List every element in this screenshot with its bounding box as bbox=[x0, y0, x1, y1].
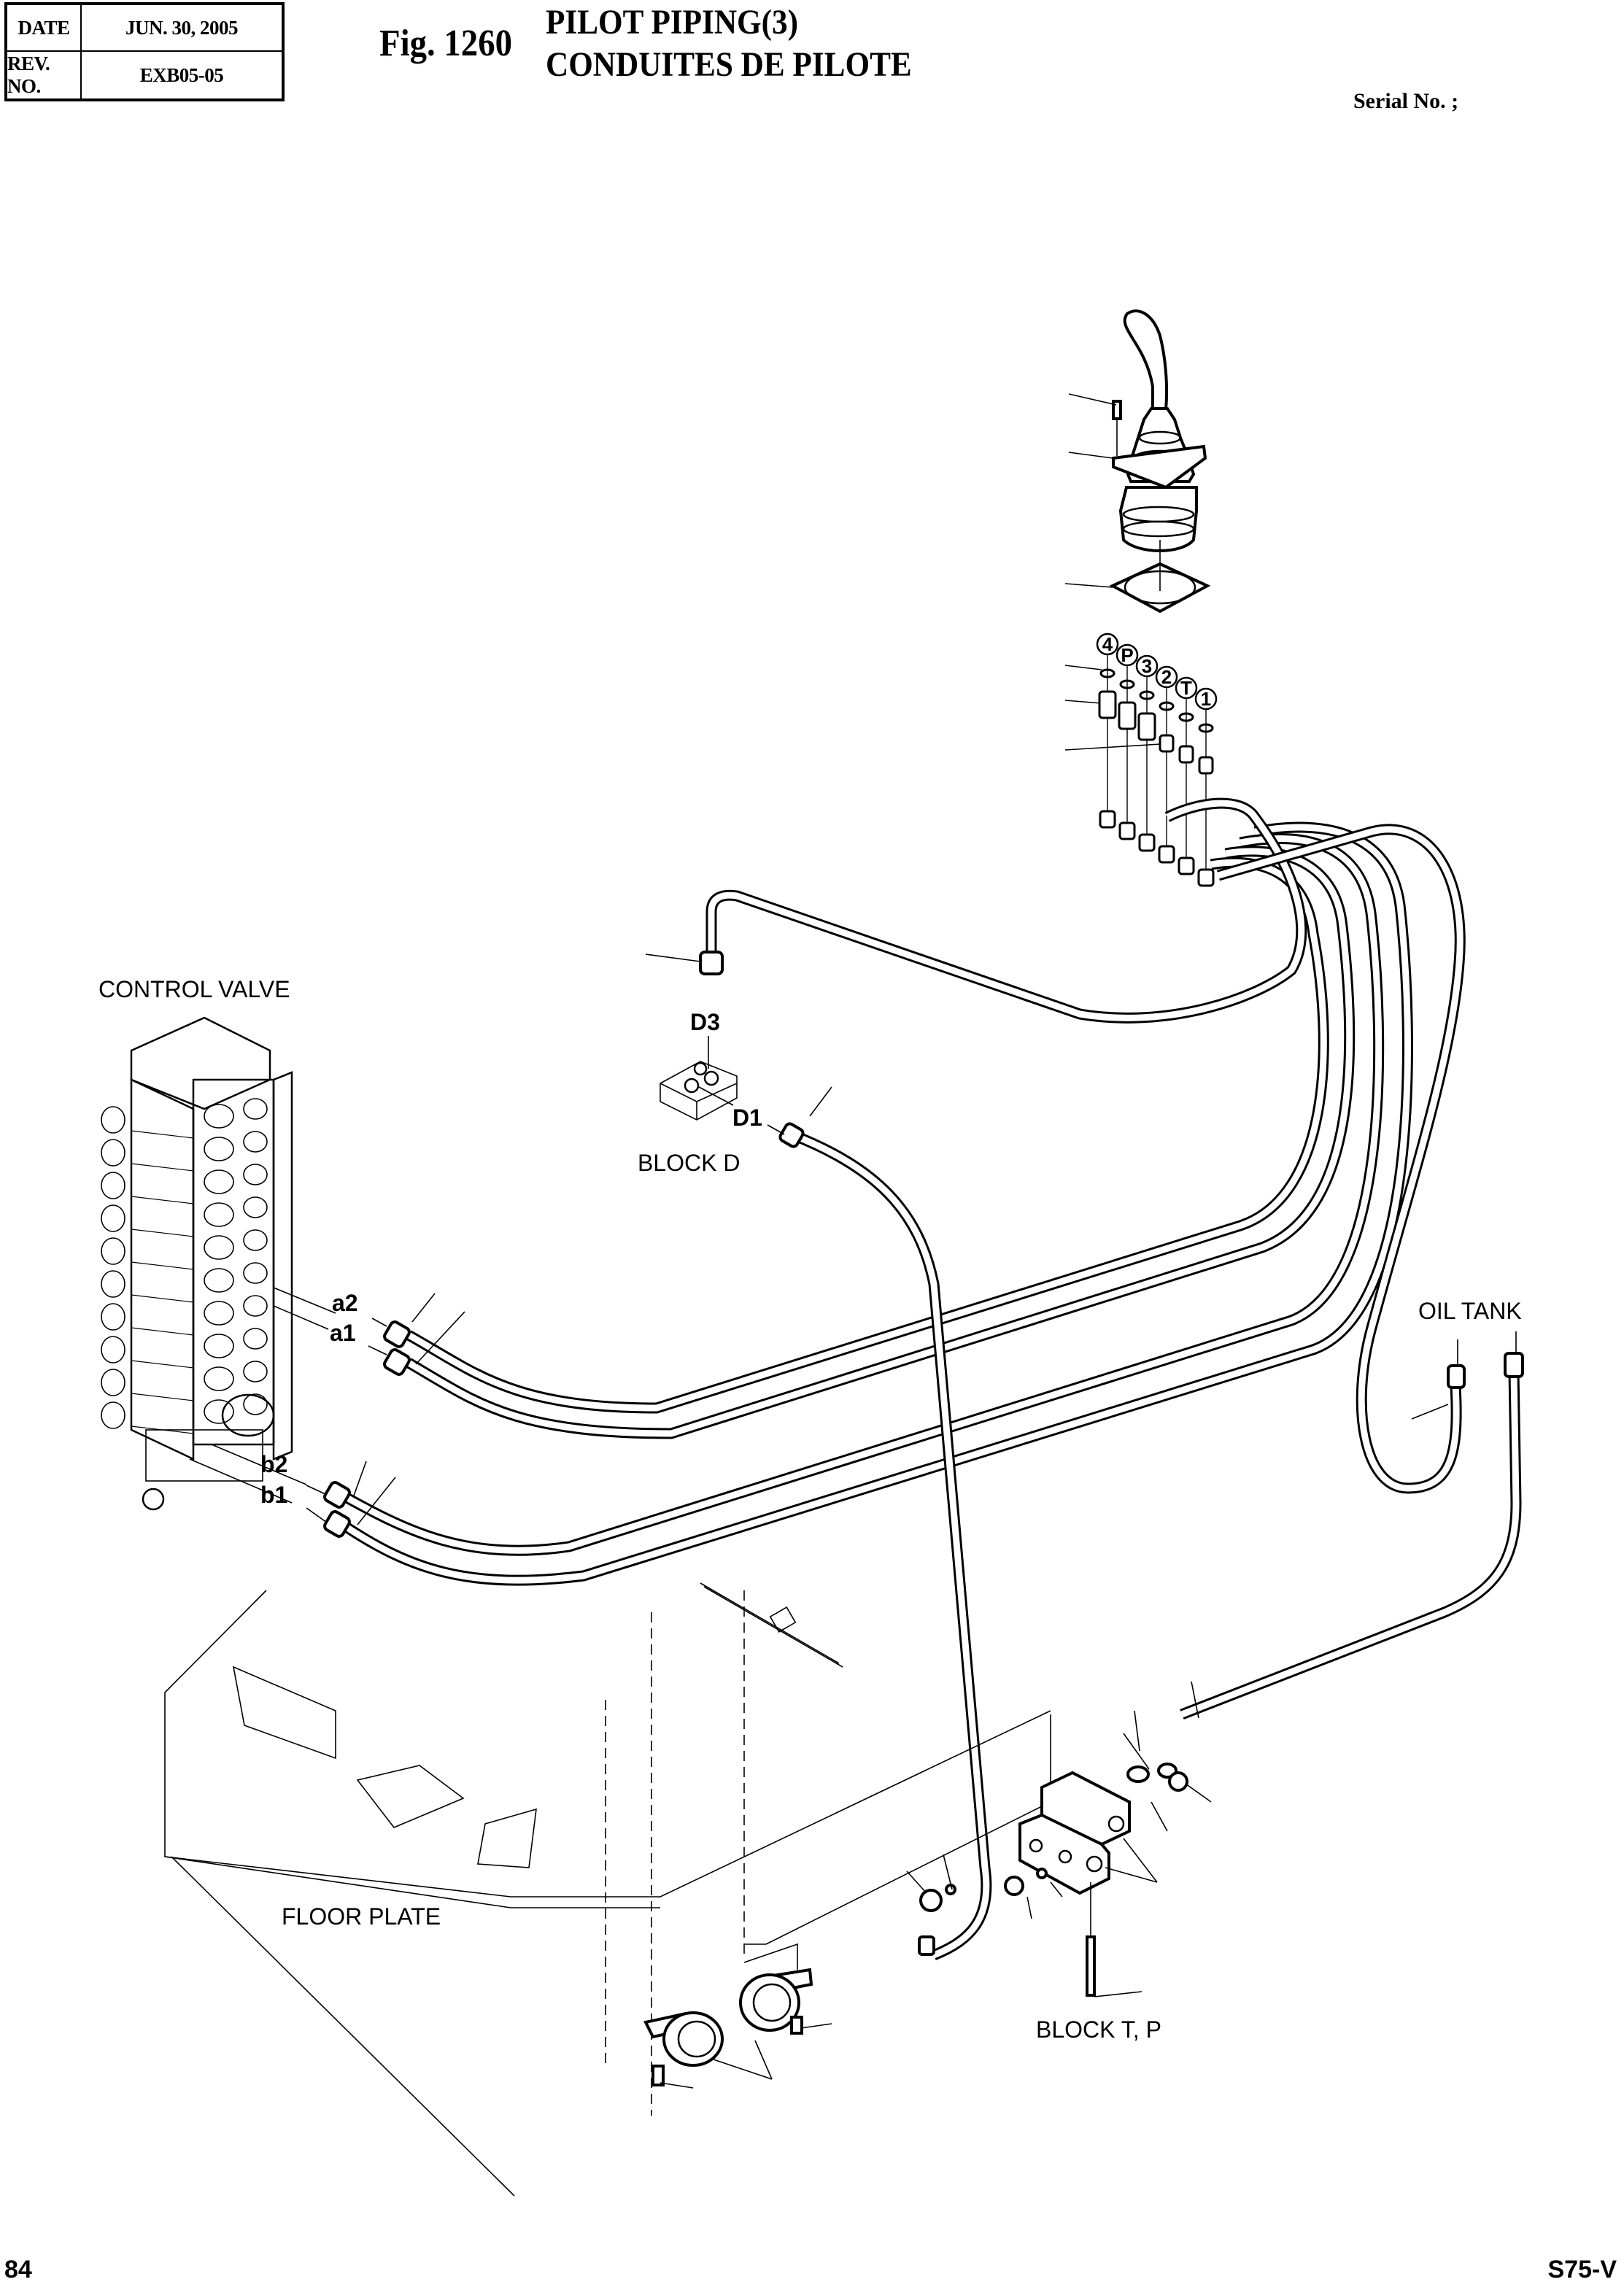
port-marker-4: 4 bbox=[1096, 633, 1119, 816]
valve-port bbox=[243, 1295, 268, 1317]
label-port-a2: a2 bbox=[332, 1290, 358, 1316]
port-marker-2: 2 bbox=[1155, 665, 1178, 851]
rev-label: REV. NO. bbox=[7, 52, 82, 98]
hose-nut bbox=[1158, 845, 1175, 864]
valve-port bbox=[243, 1361, 268, 1382]
port-label: 4 bbox=[1102, 633, 1113, 655]
valve-port bbox=[204, 1399, 234, 1424]
title-english: PILOT PIPING(3) bbox=[546, 3, 799, 42]
spool-cap bbox=[101, 1303, 125, 1331]
label-oil-tank: OIL TANK bbox=[1418, 1298, 1522, 1324]
model-code: S75-V bbox=[1547, 2256, 1617, 2283]
gasket bbox=[1109, 540, 1211, 614]
valve-port bbox=[204, 1137, 234, 1161]
spool-cap bbox=[101, 1369, 125, 1396]
rev-value: EXB05-05 bbox=[139, 63, 224, 86]
port-marker-1: 1 bbox=[1194, 687, 1218, 874]
valve-port bbox=[243, 1393, 268, 1415]
block-tp-fittings bbox=[918, 1763, 1188, 1956]
label-port-b2: b2 bbox=[260, 1451, 287, 1477]
hose-nut bbox=[1099, 810, 1116, 829]
label-floor-plate: FLOOR PLATE bbox=[282, 1903, 441, 1930]
valve-port bbox=[243, 1098, 268, 1120]
control-valve[interactable] bbox=[101, 1016, 293, 1511]
page-number: 84 bbox=[4, 2256, 32, 2283]
figure-number: Fig. 1260 bbox=[379, 23, 512, 64]
valve-port bbox=[204, 1104, 234, 1129]
label-control-valve: CONTROL VALVE bbox=[98, 976, 290, 1002]
valve-port bbox=[204, 1235, 234, 1260]
label-block-d: BLOCK D bbox=[638, 1150, 740, 1176]
valve-port bbox=[204, 1366, 234, 1391]
label-port-a1: a1 bbox=[330, 1320, 356, 1346]
joystick-fittings bbox=[1099, 810, 1215, 887]
label-port-d1: D1 bbox=[732, 1105, 762, 1131]
port-label: T bbox=[1180, 677, 1192, 699]
joystick-lever[interactable] bbox=[1112, 309, 1207, 552]
date-value: JUN. 30, 2005 bbox=[82, 5, 282, 52]
label-port-d3: D3 bbox=[690, 1009, 720, 1035]
valve-port bbox=[243, 1196, 268, 1218]
spool-cap bbox=[101, 1401, 125, 1429]
port-label: P bbox=[1121, 644, 1133, 666]
title-french: CONDUITES DE PILOTE bbox=[546, 45, 912, 84]
valve-port bbox=[204, 1202, 234, 1227]
spool-cap bbox=[101, 1106, 125, 1134]
valve-port bbox=[204, 1334, 234, 1358]
port-marker-p: P bbox=[1115, 643, 1139, 827]
port-marker-t: T bbox=[1175, 676, 1198, 862]
block-tp-leaders bbox=[906, 1681, 1212, 1997]
spool-cap bbox=[101, 1270, 125, 1298]
valve-port bbox=[204, 1268, 234, 1293]
valve-port bbox=[204, 1169, 234, 1194]
spool-cap bbox=[101, 1204, 125, 1232]
port-label: 3 bbox=[1142, 655, 1152, 677]
port-marker-3: 3 bbox=[1135, 654, 1159, 839]
valve-port bbox=[243, 1229, 268, 1251]
label-block-t-p: BLOCK T, P bbox=[1036, 2016, 1161, 2043]
floor-plate[interactable] bbox=[164, 1582, 1051, 2197]
hose-nut bbox=[1118, 821, 1136, 840]
pilot-hose-bundle bbox=[339, 797, 1522, 1960]
spool-cap bbox=[101, 1172, 125, 1199]
hose-clamps bbox=[643, 1968, 832, 2089]
date-label: DATE bbox=[7, 5, 82, 52]
revision-table: DATE JUN. 30, 2005 REV. NO. EXB05-05 bbox=[4, 2, 285, 101]
valve-port bbox=[204, 1301, 234, 1326]
hose-nut bbox=[1138, 833, 1156, 852]
port-label: 1 bbox=[1201, 688, 1211, 710]
page-title: PILOT PIPING(3) CONDUITES DE PILOTE bbox=[546, 1, 912, 86]
hose-nut bbox=[1178, 856, 1195, 875]
valve-port bbox=[243, 1164, 268, 1185]
spool-cap bbox=[101, 1336, 125, 1363]
valve-port bbox=[243, 1262, 268, 1284]
port-label: 2 bbox=[1161, 666, 1172, 688]
block-t-p[interactable] bbox=[1018, 1771, 1131, 1997]
hose-fittings bbox=[323, 951, 1524, 1538]
label-port-b1: b1 bbox=[260, 1482, 287, 1508]
hose-nut bbox=[1197, 868, 1215, 887]
block-d[interactable] bbox=[660, 1036, 738, 1121]
serial-number-label: Serial No. ; bbox=[1353, 89, 1459, 113]
valve-port bbox=[243, 1131, 268, 1153]
spool-cap bbox=[101, 1237, 125, 1265]
bolt-icon bbox=[1112, 400, 1122, 456]
valve-port bbox=[243, 1328, 268, 1350]
spool-cap bbox=[101, 1139, 125, 1167]
